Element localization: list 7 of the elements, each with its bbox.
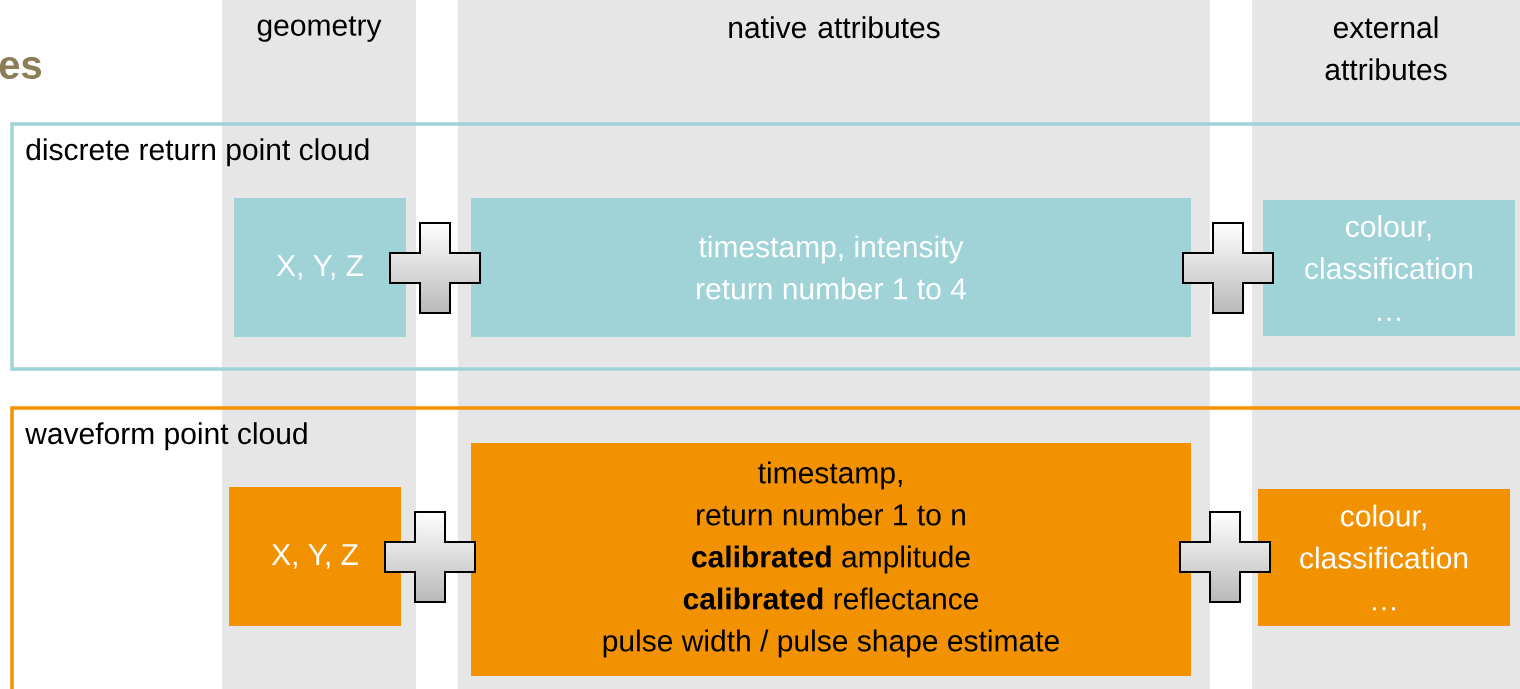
attribute-box: X, Y, Z [229, 487, 401, 626]
attribute-box: colour, classification … [1263, 200, 1515, 336]
attribute-box: colour, classification … [1258, 489, 1510, 626]
attribute-box: timestamp, intensity return number 1 to 4 [471, 198, 1191, 337]
attribute-box: timestamp, return number 1 to n calibrated amplitude calibrated reflectance pulse width / pulse shape estimate [471, 443, 1191, 676]
attribute-box: X, Y, Z [234, 198, 406, 337]
title: es [0, 57, 42, 79]
